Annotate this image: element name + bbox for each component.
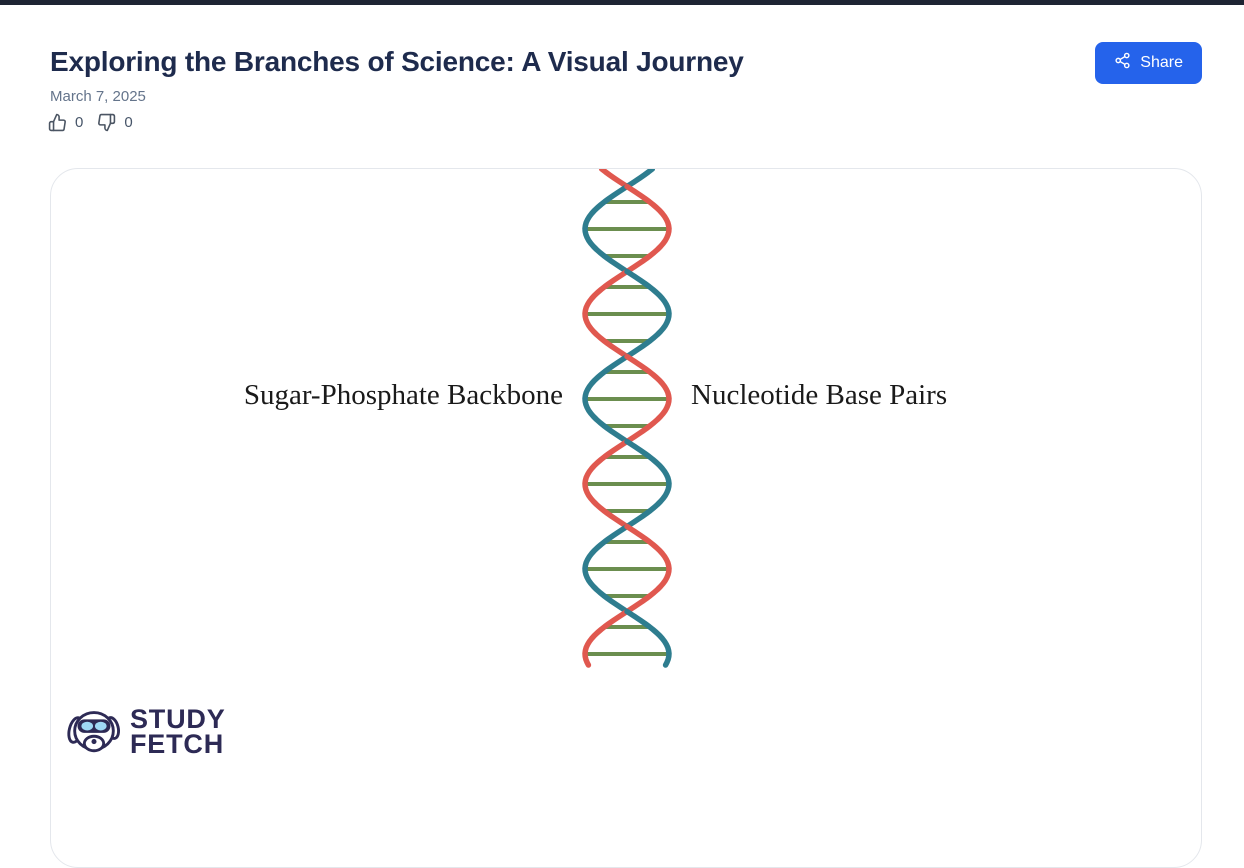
logo-word-fetch: FETCH [130,728,224,759]
figure-label-backbone: Sugar-Phosphate Backbone [243,379,563,411]
share-button[interactable]: Share [1095,42,1202,84]
share-icon [1114,52,1131,74]
figure-label-basepairs: Nucleotide Base Pairs [691,379,948,411]
share-label: Share [1140,54,1183,71]
thumbs-up-icon [48,113,67,132]
like-button[interactable]: 0 [48,113,83,132]
page-title: Exploring the Branches of Science: A Vis… [50,46,744,77]
top-bar [0,0,1244,5]
logo-word-study: STUDY [130,703,226,734]
post-date: March 7, 2025 [50,88,146,105]
article-image-card: Sugar-Phosphate Backbone Nucleotide Base… [50,168,1202,868]
studyfetch-mascot-icon [65,699,123,764]
studyfetch-wordmark: STUDY FETCH [130,703,226,759]
like-count: 0 [75,114,84,131]
dislike-button[interactable]: 0 [97,113,133,132]
dna-helix-illustration [582,169,672,668]
thumbs-down-icon [97,113,116,132]
dislike-count: 0 [124,114,133,131]
studyfetch-logo: STUDY FETCH [65,699,226,764]
reactions-bar: 0 0 [48,113,133,132]
